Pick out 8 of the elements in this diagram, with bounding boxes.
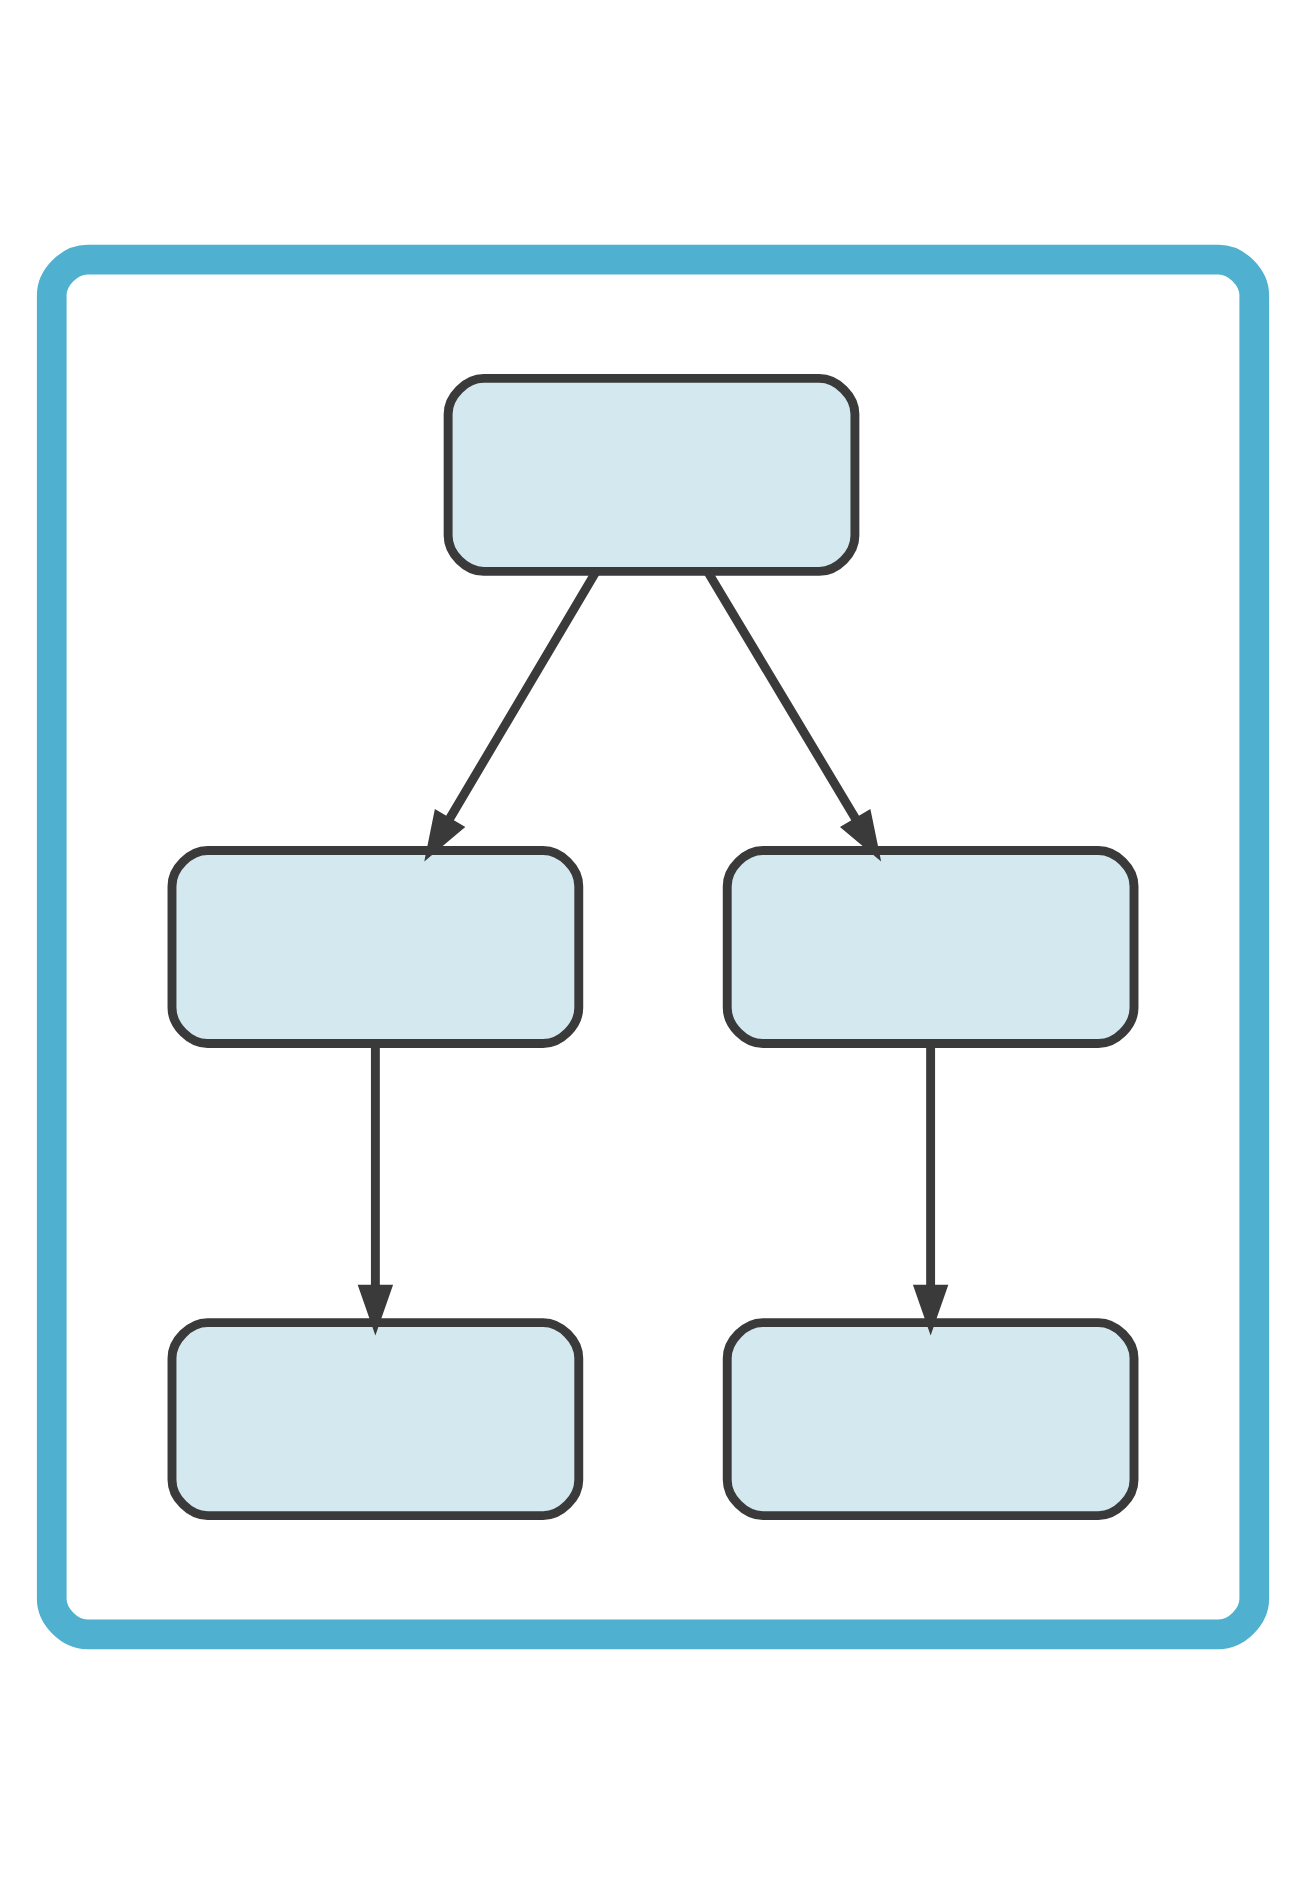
node-box: [722, 845, 1139, 1047]
node-box: [167, 845, 584, 1047]
arrow: [357, 1043, 394, 1335]
node-box: [167, 1317, 584, 1520]
arrow: [912, 1043, 949, 1335]
cluster: [36, 243, 1270, 1649]
node-box: [722, 1317, 1139, 1520]
node-box: [443, 372, 860, 575]
